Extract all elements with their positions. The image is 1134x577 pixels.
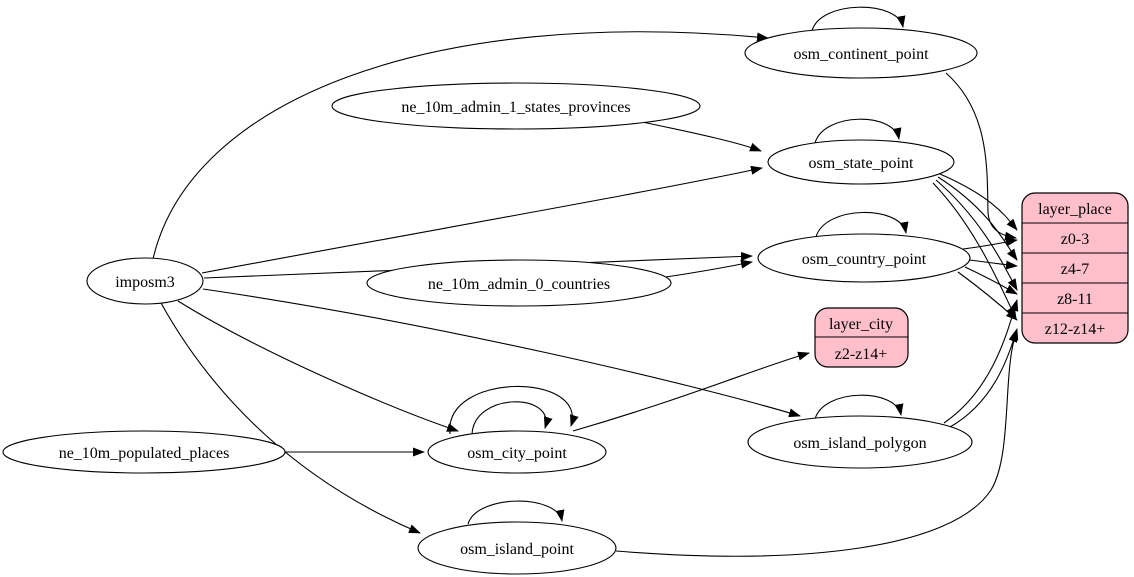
node-osm_island_point-label: osm_island_point	[460, 541, 574, 558]
self-loop-osm_continent_point	[811, 6, 906, 32]
node-osm_continent_point-shape	[744, 27, 978, 79]
node-ne_10m_admin_0_countries-shape	[366, 259, 672, 307]
self-loop-osm_state_point	[814, 118, 902, 144]
node-osm_continent_point: osm_continent_point	[744, 27, 978, 79]
node-osm_country_point-label: osm_country_point	[802, 251, 927, 268]
node-ne_10m_admin_0_countries: ne_10m_admin_0_countries	[366, 259, 672, 307]
record-layer_city-title: layer_city	[829, 316, 893, 333]
node-osm_island_point: osm_island_point	[417, 521, 617, 575]
edge-osm_island_point-to-layer_place-z12-z14	[615, 330, 1018, 557]
record-layer_place-row-z12-z14: z12-z14+	[1045, 321, 1106, 338]
node-ne_10m_populated_places: ne_10m_populated_places	[2, 430, 286, 474]
edge-osm_state_point-to-layer_place-z0-3	[939, 173, 1018, 231]
node-osm_city_point: osm_city_point	[427, 430, 607, 474]
self-loop-osm_island_polygon	[814, 394, 904, 420]
node-imposm3: imposm3	[86, 257, 204, 305]
record-layer_city-row-z2-z14: z2-z14+	[835, 346, 888, 363]
self-loop-osm_city_point-inner	[471, 401, 553, 436]
node-osm_state_point: osm_state_point	[767, 139, 955, 185]
node-osm_island_polygon-label: osm_island_polygon	[793, 435, 926, 452]
node-osm_island_polygon-shape	[747, 415, 973, 469]
node-imposm3-shape	[86, 257, 204, 305]
node-osm_state_point-label: osm_state_point	[809, 155, 914, 172]
node-ne_10m_admin_1_states_provinces-shape	[331, 82, 701, 130]
record-layer_place: layer_place z0-3 z4-7 z8-11 z12-z14+	[1021, 192, 1129, 344]
edge-osm_country_point-to-layer_place-z4-7	[968, 259, 1018, 270]
self-loop-osm_island_point	[467, 500, 565, 525]
node-osm_continent_point-label: osm_continent_point	[793, 46, 929, 63]
edge-imposm3-to-osm_continent_point	[152, 31, 769, 260]
record-layer_place-row-z8-11: z8-11	[1057, 291, 1093, 308]
record-layer_place-row-z0-3: z0-3	[1061, 231, 1089, 248]
self-loop-osm_city_point-outer	[449, 385, 579, 435]
edge-osm_city_point-to-layer_city-z2-z14	[572, 351, 810, 432]
record-layer_city: layer_city z2-z14+	[814, 307, 909, 368]
edge-osm_state_point-to-layer_place-z4-7	[937, 176, 1018, 261]
edge-osm_country_point-to-layer_place-z0-3	[962, 237, 1018, 250]
node-ne_10m_admin_1_states_provinces-label: ne_10m_admin_1_states_provinces	[401, 99, 630, 116]
edge-osm_state_point-to-layer_place-z8-11	[935, 179, 1018, 291]
edge-imposm3-to-osm_island_point	[160, 302, 421, 534]
node-osm_city_point-shape	[427, 430, 607, 474]
node-osm_country_point-shape	[757, 233, 971, 283]
edge-osm_continent_point-to-layer_place-z0-3	[945, 72, 1017, 241]
edge-osm_island_polygon-to-layer_place-z8-11	[943, 299, 1019, 424]
node-osm_country_point: osm_country_point	[757, 233, 971, 283]
edge-imposm3-to-osm_island_polygon	[202, 288, 801, 418]
record-layer_place-row-z4-7: z4-7	[1061, 261, 1089, 278]
record-layer_place-title: layer_place	[1038, 201, 1112, 218]
self-loop-osm_country_point	[815, 211, 909, 238]
edge-osm_country_point-to-layer_place-z12-z14	[957, 271, 1018, 321]
edge-imposm3-to-osm_city_point	[177, 300, 459, 432]
edge-osm_country_point-to-layer_place-z8-11	[964, 266, 1018, 295]
node-osm_island_polygon: osm_island_polygon	[747, 415, 973, 469]
node-osm_state_point-shape	[767, 139, 955, 185]
edge-ne_10m_admin_0_countries-to-osm_country_point	[665, 259, 753, 278]
node-ne_10m_populated_places-label: ne_10m_populated_places	[59, 445, 230, 462]
record-layer_place-shape	[1021, 192, 1129, 344]
edge-imposm3-to-osm_state_point	[201, 165, 763, 274]
edge-ne_10m_admin_1_states_provinces-to-osm_state_point	[641, 121, 762, 152]
node-ne_10m_populated_places-shape	[2, 430, 286, 474]
node-osm_city_point-label: osm_city_point	[467, 445, 567, 462]
node-osm_island_point-shape	[417, 521, 617, 575]
node-ne_10m_admin_1_states_provinces: ne_10m_admin_1_states_provinces	[331, 82, 701, 130]
edge-layer	[152, 6, 1019, 557]
node-imposm3-label: imposm3	[115, 274, 175, 291]
node-ne_10m_admin_0_countries-label: ne_10m_admin_0_countries	[428, 276, 610, 293]
